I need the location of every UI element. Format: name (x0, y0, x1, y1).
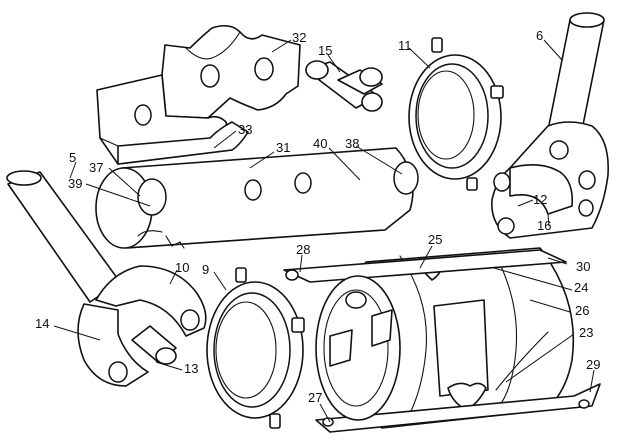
label-14: 14 (35, 316, 49, 331)
label-40: 40 (313, 136, 327, 151)
part-9-ring (206, 267, 305, 429)
part-27-cage-frame (283, 249, 601, 433)
label-15: 15 (318, 43, 332, 58)
label-23: 23 (579, 325, 593, 340)
part-11-ring (408, 37, 504, 191)
part-6-upper-shaft (545, 12, 605, 141)
part-31-central-cylinder (95, 147, 419, 249)
label-31: 31 (276, 140, 290, 155)
label-28: 28 (296, 242, 310, 257)
part-12-yoke (491, 121, 609, 239)
label-10: 10 (175, 260, 189, 275)
part-32-upper-block (161, 24, 301, 119)
part-15-pin (305, 60, 383, 112)
leader-lines (53, 39, 595, 423)
label-38: 38 (345, 136, 359, 151)
part-inner-rotor (315, 275, 401, 421)
label-39: 39 (68, 176, 82, 191)
label-5: 5 (69, 150, 76, 165)
part-26-housing (342, 247, 575, 429)
label-9: 9 (202, 262, 209, 277)
label-32: 32 (292, 30, 306, 45)
label-25: 25 (428, 232, 442, 247)
label-13: 13 (184, 361, 198, 376)
part-33-lower-block (96, 74, 249, 165)
label-16: 16 (537, 218, 551, 233)
reference-numerals: 32 33 15 11 6 31 40 38 37 39 5 12 16 10 … (35, 28, 600, 405)
label-37: 37 (89, 160, 103, 175)
label-11: 11 (398, 38, 412, 53)
label-27: 27 (308, 390, 322, 405)
label-33: 33 (238, 122, 252, 137)
label-12: 12 (533, 192, 547, 207)
part-10-yoke (77, 265, 207, 387)
label-24: 24 (574, 280, 588, 295)
label-26: 26 (575, 303, 589, 318)
label-6: 6 (536, 28, 543, 43)
label-30: 30 (576, 259, 590, 274)
label-29: 29 (586, 357, 600, 372)
